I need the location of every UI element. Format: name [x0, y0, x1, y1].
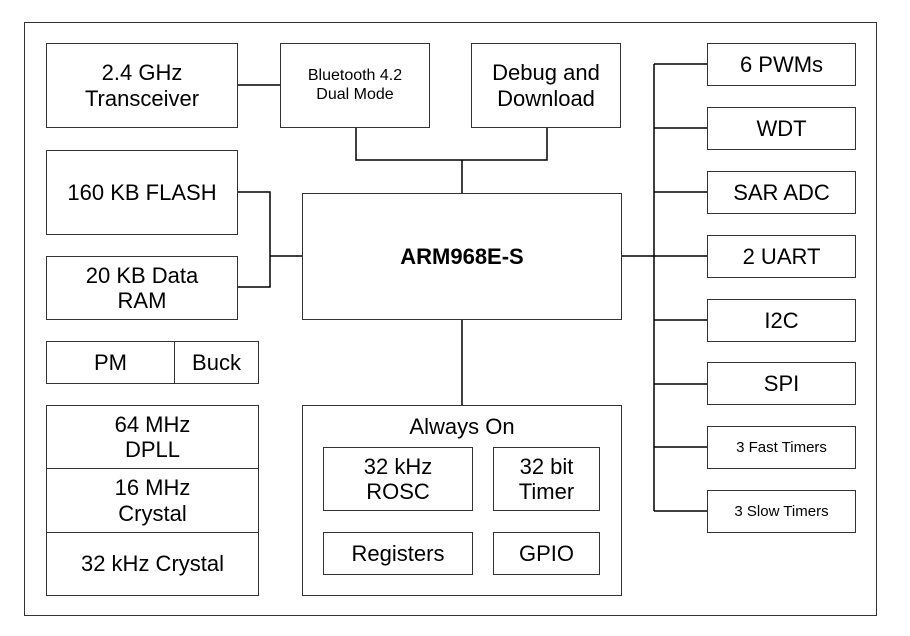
flash-block: 160 KB FLASH: [46, 150, 238, 235]
transceiver-block: 2.4 GHz Transceiver: [46, 43, 238, 128]
cpu-core-block: ARM968E-S: [302, 193, 622, 320]
ram-block: 20 KB Data RAM: [46, 256, 238, 320]
registers-block: Registers: [323, 532, 473, 575]
fast-timers-block: 3 Fast Timers: [707, 426, 856, 469]
buck-block: Buck: [174, 341, 259, 384]
rosc-block: 32 kHz ROSC: [323, 447, 473, 511]
always-on-title: Always On: [409, 414, 515, 439]
debug-download-block: Debug and Download: [471, 43, 621, 128]
pm-block: PM: [46, 341, 175, 384]
soc-boundary: [24, 22, 877, 616]
gpio-block: GPIO: [493, 532, 600, 575]
timer-32bit-block: 32 bit Timer: [493, 447, 600, 511]
sar-adc-block: SAR ADC: [707, 171, 856, 214]
crystal-16mhz-block: 16 MHz Crystal: [46, 468, 259, 533]
uart-block: 2 UART: [707, 235, 856, 278]
pwm-block: 6 PWMs: [707, 43, 856, 86]
dpll-block: 64 MHz DPLL: [46, 405, 259, 469]
bluetooth-block: Bluetooth 4.2 Dual Mode: [280, 43, 430, 128]
i2c-block: I2C: [707, 299, 856, 342]
wdt-block: WDT: [707, 107, 856, 150]
slow-timers-block: 3 Slow Timers: [707, 490, 856, 533]
crystal-32khz-block: 32 kHz Crystal: [46, 532, 259, 596]
spi-block: SPI: [707, 362, 856, 405]
